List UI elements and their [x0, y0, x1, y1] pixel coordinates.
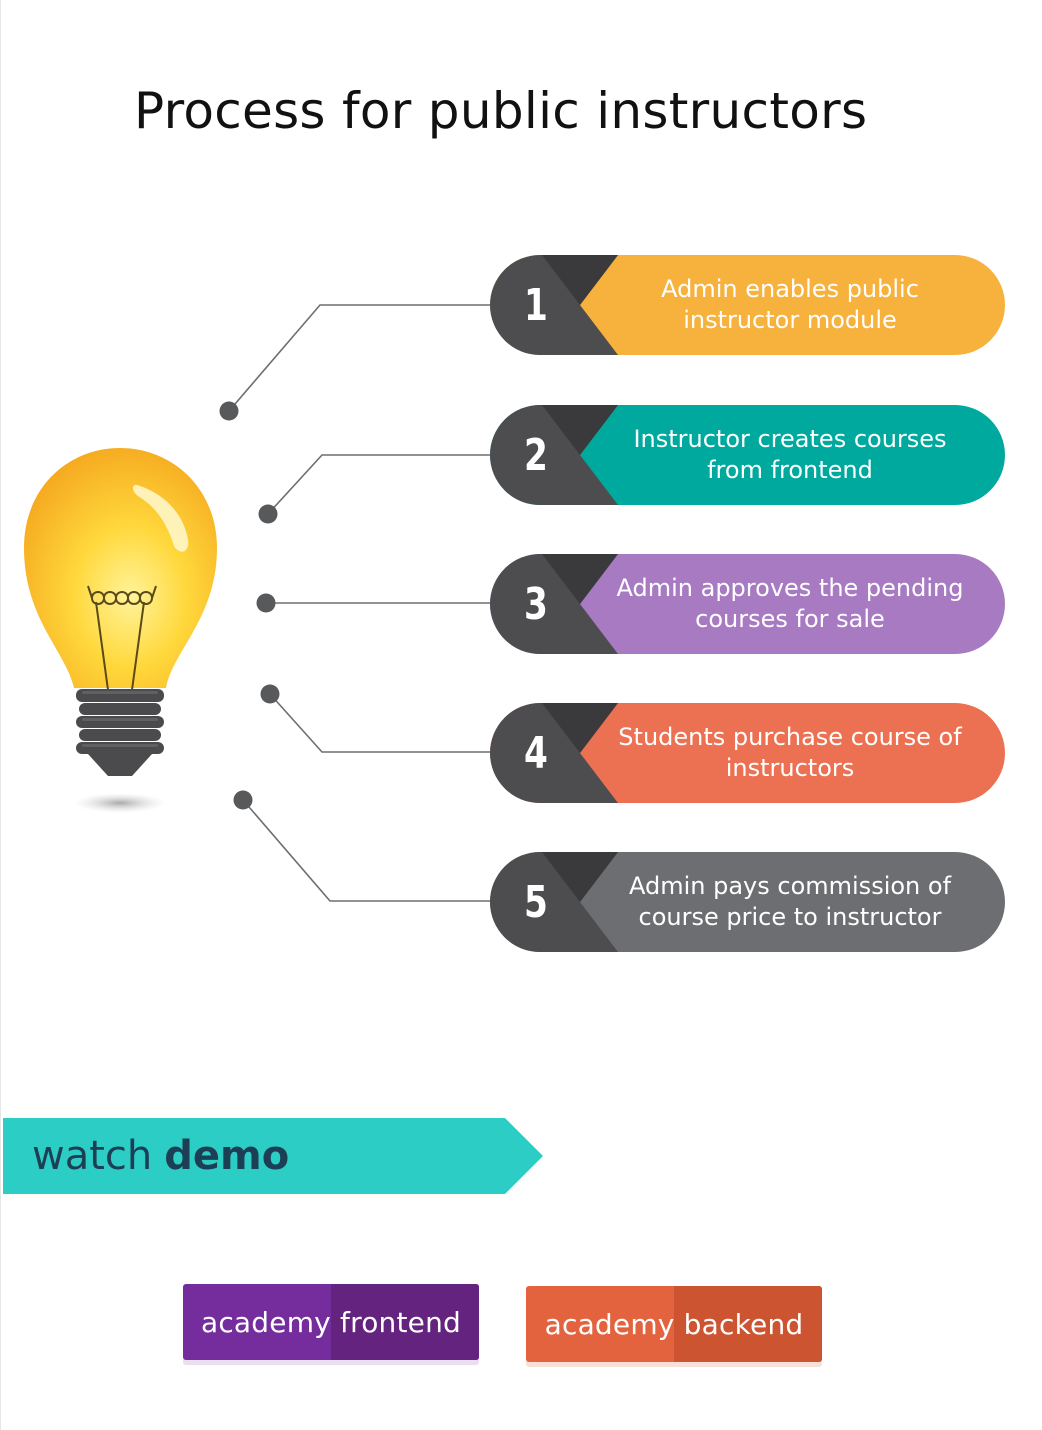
connector-dot-3 — [256, 593, 276, 613]
connector-dot-5 — [233, 790, 253, 810]
connector-line-4 — [269, 693, 496, 753]
bulb-filament — [87, 585, 157, 691]
step-badge-fold — [542, 852, 618, 902]
page-title: Process for public instructors — [134, 82, 868, 140]
watch-demo-light: watch — [32, 1133, 153, 1179]
step-number: 4 — [524, 727, 548, 779]
step-pill-bar — [490, 405, 1005, 505]
process-step-1: 1 Admin enables public instructor module — [490, 255, 1005, 355]
academy-backend-label: academy backend — [544, 1307, 804, 1341]
watch-demo-label: watch demo — [32, 1118, 289, 1194]
connector-line-2 — [267, 454, 496, 515]
bulb-glass — [24, 448, 217, 688]
button-shade — [331, 1284, 479, 1360]
step-pill — [490, 554, 1005, 654]
bulb-highlight — [132, 484, 189, 552]
step-number: 2 — [524, 429, 548, 481]
step-text: Admin enables public instructor module — [661, 275, 919, 334]
step-badge-fold — [542, 554, 618, 604]
academy-frontend-label: academy frontend — [200, 1305, 461, 1339]
step-text: Admin pays commission of course price to… — [628, 872, 952, 931]
connector-dot-2 — [258, 504, 278, 524]
step-pill-bar — [490, 703, 1005, 803]
step-pill — [490, 255, 1005, 355]
watch-demo-arrow — [3, 1118, 543, 1194]
watch-demo-banner: watch demo — [0, 1118, 545, 1194]
step-number: 1 — [524, 279, 548, 331]
bulb-shadow — [74, 793, 166, 813]
process-step-3: 3 Admin approves the pending courses for… — [490, 554, 1005, 654]
step-badge-fold — [542, 255, 618, 305]
step-pill — [490, 405, 1005, 505]
process-step-4: 4 Students purchase course of instructor… — [490, 703, 1005, 803]
connector-dot-4 — [260, 684, 280, 704]
process-step-2: 2 Instructor creates courses from fronte… — [490, 405, 1005, 505]
bulb-base — [76, 689, 164, 776]
step-pill-bar — [490, 554, 1005, 654]
academy-backend-button[interactable]: academy backend — [526, 1286, 822, 1362]
step-pill-bar — [490, 852, 1005, 952]
step-badge-fold — [542, 703, 618, 753]
step-number: 3 — [524, 578, 548, 630]
step-text: Instructor creates courses from frontend — [633, 425, 947, 484]
connector-line-1 — [228, 304, 496, 412]
step-pill — [490, 852, 1005, 952]
connector-dot-1 — [219, 401, 239, 421]
academy-frontend-button[interactable]: academy frontend — [183, 1284, 479, 1360]
step-pill — [490, 703, 1005, 803]
step-text: Students purchase course of instructors — [618, 723, 962, 782]
step-pill-bar — [490, 255, 1005, 355]
connector-line-5 — [242, 799, 496, 902]
watch-demo-bold: demo — [164, 1133, 290, 1179]
step-badge-fold — [542, 405, 618, 455]
process-step-5: 5 Admin pays commission of course price … — [490, 852, 1005, 952]
step-number: 5 — [524, 876, 548, 928]
step-text: Admin approves the pending courses for s… — [616, 574, 964, 633]
connector-lines — [228, 304, 496, 902]
button-shade — [674, 1286, 822, 1362]
lightbulb-icon — [24, 448, 217, 813]
connector-dots — [219, 401, 280, 810]
